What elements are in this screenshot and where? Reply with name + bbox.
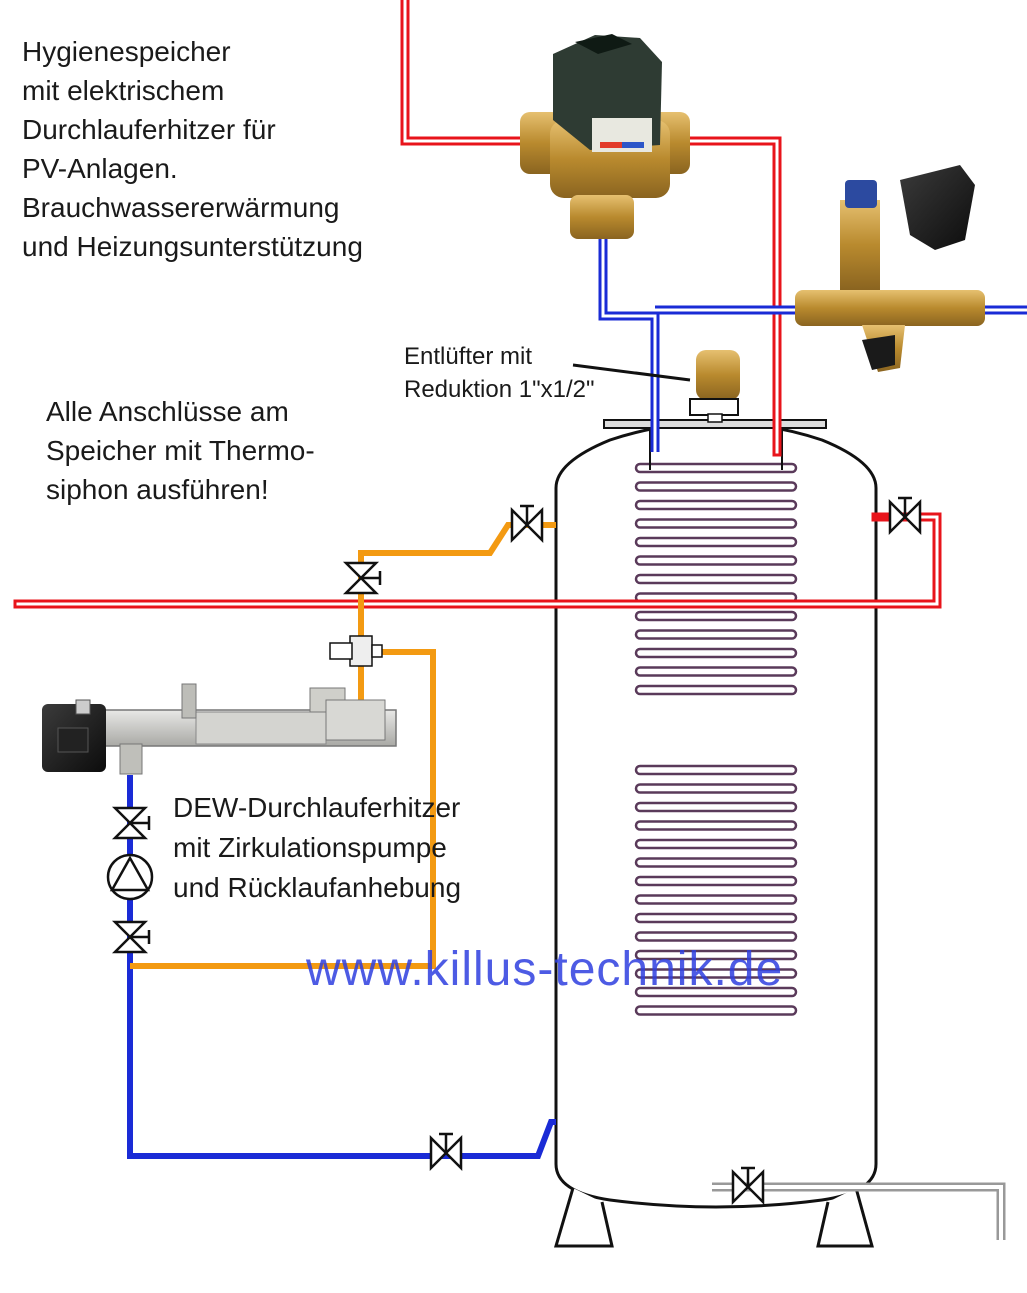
coil-loop: [634, 573, 798, 585]
heater-label: DEW-Durchlauferhitzer mit Zirkulationspu…: [173, 792, 462, 903]
coil-loop: [634, 857, 798, 868]
coil-loop: [634, 968, 798, 979]
heat-exchanger-coils: [634, 428, 798, 1016]
coil-loop: [634, 462, 798, 474]
watermark: www.killus-technik.de: [306, 943, 784, 996]
coil-loop: [634, 684, 798, 696]
coil-loop: [634, 986, 798, 998]
valve-icon: [111, 920, 151, 954]
hot-riser-left: [400, 0, 532, 146]
valve-icon: [111, 806, 151, 840]
heater-icon: [42, 683, 397, 775]
valve-icon: [731, 1166, 765, 1206]
storage-tank: [553, 419, 878, 1248]
coil-loop: [634, 764, 798, 776]
safety-group-icon: [795, 165, 985, 372]
pump-icon: [106, 853, 154, 901]
orange-flow: [358, 522, 556, 712]
coil-loop: [634, 949, 798, 961]
coil-loop: [634, 536, 798, 548]
tank-leg-left: [553, 1187, 614, 1248]
valve-icon: [888, 496, 922, 536]
cold-water-pipes: [127, 232, 1027, 1240]
coil-loop: [634, 912, 798, 924]
coil-loop: [634, 875, 798, 887]
valves: [111, 496, 922, 1206]
coil-loop: [634, 1005, 798, 1016]
lower-coil: [634, 764, 798, 1016]
valve-icon: [429, 1132, 463, 1172]
coil-loop: [634, 666, 798, 677]
coil-loop: [634, 931, 798, 942]
orange-return: [130, 649, 436, 969]
coil-loop: [634, 555, 798, 566]
vent-leader-line: [572, 363, 691, 382]
air-vent-icon: [572, 350, 740, 423]
coil-loop: [634, 801, 798, 813]
three-way-valve-icon: [329, 635, 383, 667]
coil-loop: [634, 481, 798, 492]
coil-loop: [634, 499, 798, 511]
air-vent-label: Entlüfter mit Reduktion 1"x1/2": [404, 343, 595, 403]
coil-loop: [634, 783, 798, 794]
coil-loop: [634, 838, 798, 850]
valve-icon: [510, 504, 544, 544]
cold-heater-return: [127, 775, 556, 1159]
tank-body: [554, 421, 878, 1209]
mixing-valve-icon: [520, 34, 690, 239]
diagram-title: Hygienespeicher mit elektrischem Durchla…: [22, 36, 363, 262]
coil-loop: [634, 647, 798, 659]
upper-coil: [634, 462, 798, 696]
tank-leg-right: [816, 1187, 874, 1248]
thermosiphon-note: Alle Anschlüsse am Speicher mit Thermo- …: [46, 396, 315, 505]
coil-loop: [634, 820, 798, 831]
coil-loop: [634, 894, 798, 905]
coil-loop: [634, 518, 798, 529]
coil-loop: [634, 610, 798, 622]
coil-loop: [634, 629, 798, 640]
valve-icon: [342, 561, 382, 595]
